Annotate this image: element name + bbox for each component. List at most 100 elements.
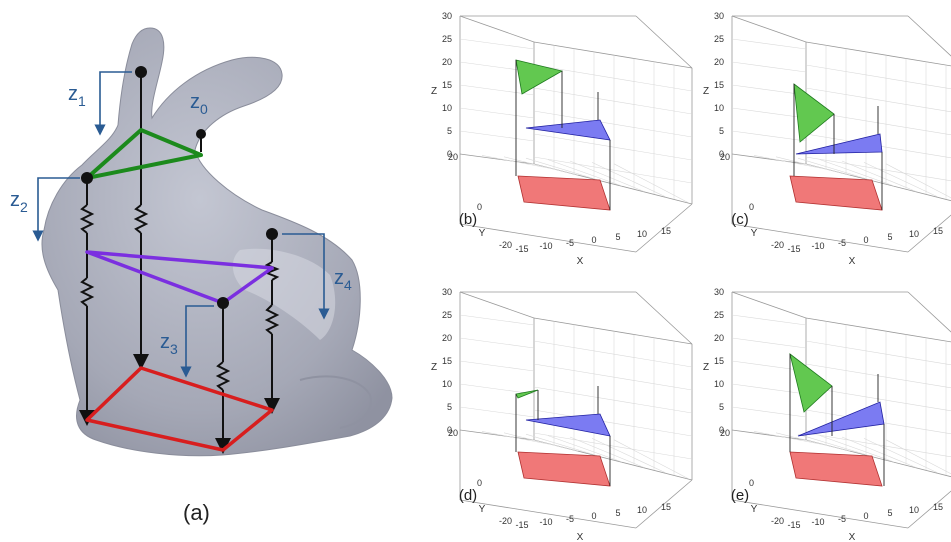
plot-green-triangle [793,83,835,143]
plot-gridline [863,438,939,474]
z-tick-label: 10 [442,103,452,113]
plot-gridline [797,157,873,181]
bunny-silhouette [41,27,393,457]
plot-frame-line [731,429,807,441]
label-z3: z3 [160,331,178,357]
plot-gridline [481,155,557,170]
plot-gridline [841,160,917,192]
x-tick-label: 10 [909,505,919,515]
z-tick-label: 10 [714,103,724,113]
z-tick-label: 25 [442,310,452,320]
plot-frame-line [907,214,951,253]
x-tick-label: 15 [661,226,671,236]
plot-gridline [533,340,693,368]
z-tick-label: 15 [442,356,452,366]
plot-gridline [805,340,951,366]
x-tick-label: -10 [539,517,552,527]
plot-gridline [533,432,693,460]
plot-red-face [789,175,883,211]
purple-triangle [85,250,274,305]
x-tick-label: 0 [591,235,596,245]
plot-red-face [517,451,611,487]
plot-gridline [533,386,693,414]
plot-frame-line [731,15,807,43]
plot-blue-triangle [525,413,611,437]
label-z0: z0 [190,91,208,117]
plot-green-triangle [515,59,564,95]
plot-gridline [459,38,535,50]
plot-gridline [525,433,601,457]
plot-gridline [775,432,851,452]
spring-links [79,72,280,454]
x-tick-label: 5 [615,232,620,242]
plot-gridline [819,435,895,463]
plot-frame-line [731,153,807,165]
plot-gridline [591,438,667,474]
x-tick-label: 15 [661,502,671,512]
z-tick-label: 5 [719,402,724,412]
z-axis-label: Z [703,86,709,97]
plot-frame-line [731,291,807,319]
caption-a: (a) [183,500,210,525]
plot-frame-line [459,499,637,529]
caption-d: (d) [459,487,477,504]
z-tick-label: 0 [719,149,724,159]
plot-gridline [841,436,917,468]
plot-gridline [481,431,557,446]
z-tick-label: 5 [719,126,724,136]
x-axis-label: X [577,532,584,542]
z-tick-label: 15 [442,80,452,90]
y-tick-label: 20 [720,428,730,438]
plot-gridline [459,130,535,142]
plot-blue-triangle [525,119,611,141]
z-tick-label: 25 [442,34,452,44]
plot-gridline [569,436,645,468]
plot-frame-line [459,223,637,253]
plot-frame-line [907,15,951,57]
x-tick-label: -5 [838,514,846,524]
plot-blue-triangle [795,133,883,155]
plot-gridline [533,110,693,138]
caption-c: (c) [731,211,749,228]
y-tick-label: 0 [477,478,482,488]
plot-gridline [533,409,693,437]
z-tick-label: 15 [714,80,724,90]
plot-gridline [459,314,535,326]
plot-gridline [753,431,829,446]
red-quadrilateral [85,366,274,452]
green-triangle [85,128,203,180]
label-z2: z2 [10,189,28,215]
z-axis-label: Z [431,86,437,97]
plot-gridline [533,363,693,391]
plot-gridline [503,432,579,452]
z-tick-label: 0 [719,425,724,435]
plot-red-face [517,175,611,211]
x-tick-label: -15 [515,520,528,530]
x-tick-label: 10 [637,505,647,515]
bunny-panel: z1 z0 z2 z4 z3 [10,27,393,457]
plot-frame-line [731,499,909,529]
plot-frame-line [635,291,693,345]
plot-gridline [805,133,951,159]
x-tick-label: 5 [887,508,892,518]
caption-b: (b) [459,211,477,228]
plot-gridline [775,156,851,176]
plot-gridline [459,383,535,395]
z-tick-label: 20 [714,57,724,67]
z-tick-label: 25 [714,310,724,320]
plot-blue-triangle [797,401,885,437]
y-tick-label: -20 [499,516,512,526]
plot-frame-line [805,317,951,343]
plot-gridline [459,360,535,372]
height-brackets [32,71,330,378]
plot-gridline [613,163,689,203]
z-axis-label: Z [431,362,437,373]
plot-gridline [885,439,951,475]
vertex-dots [81,66,278,309]
z-tick-label: 0 [447,425,452,435]
y-axis-label: Y [479,504,486,515]
plot-frame-line [459,291,535,319]
